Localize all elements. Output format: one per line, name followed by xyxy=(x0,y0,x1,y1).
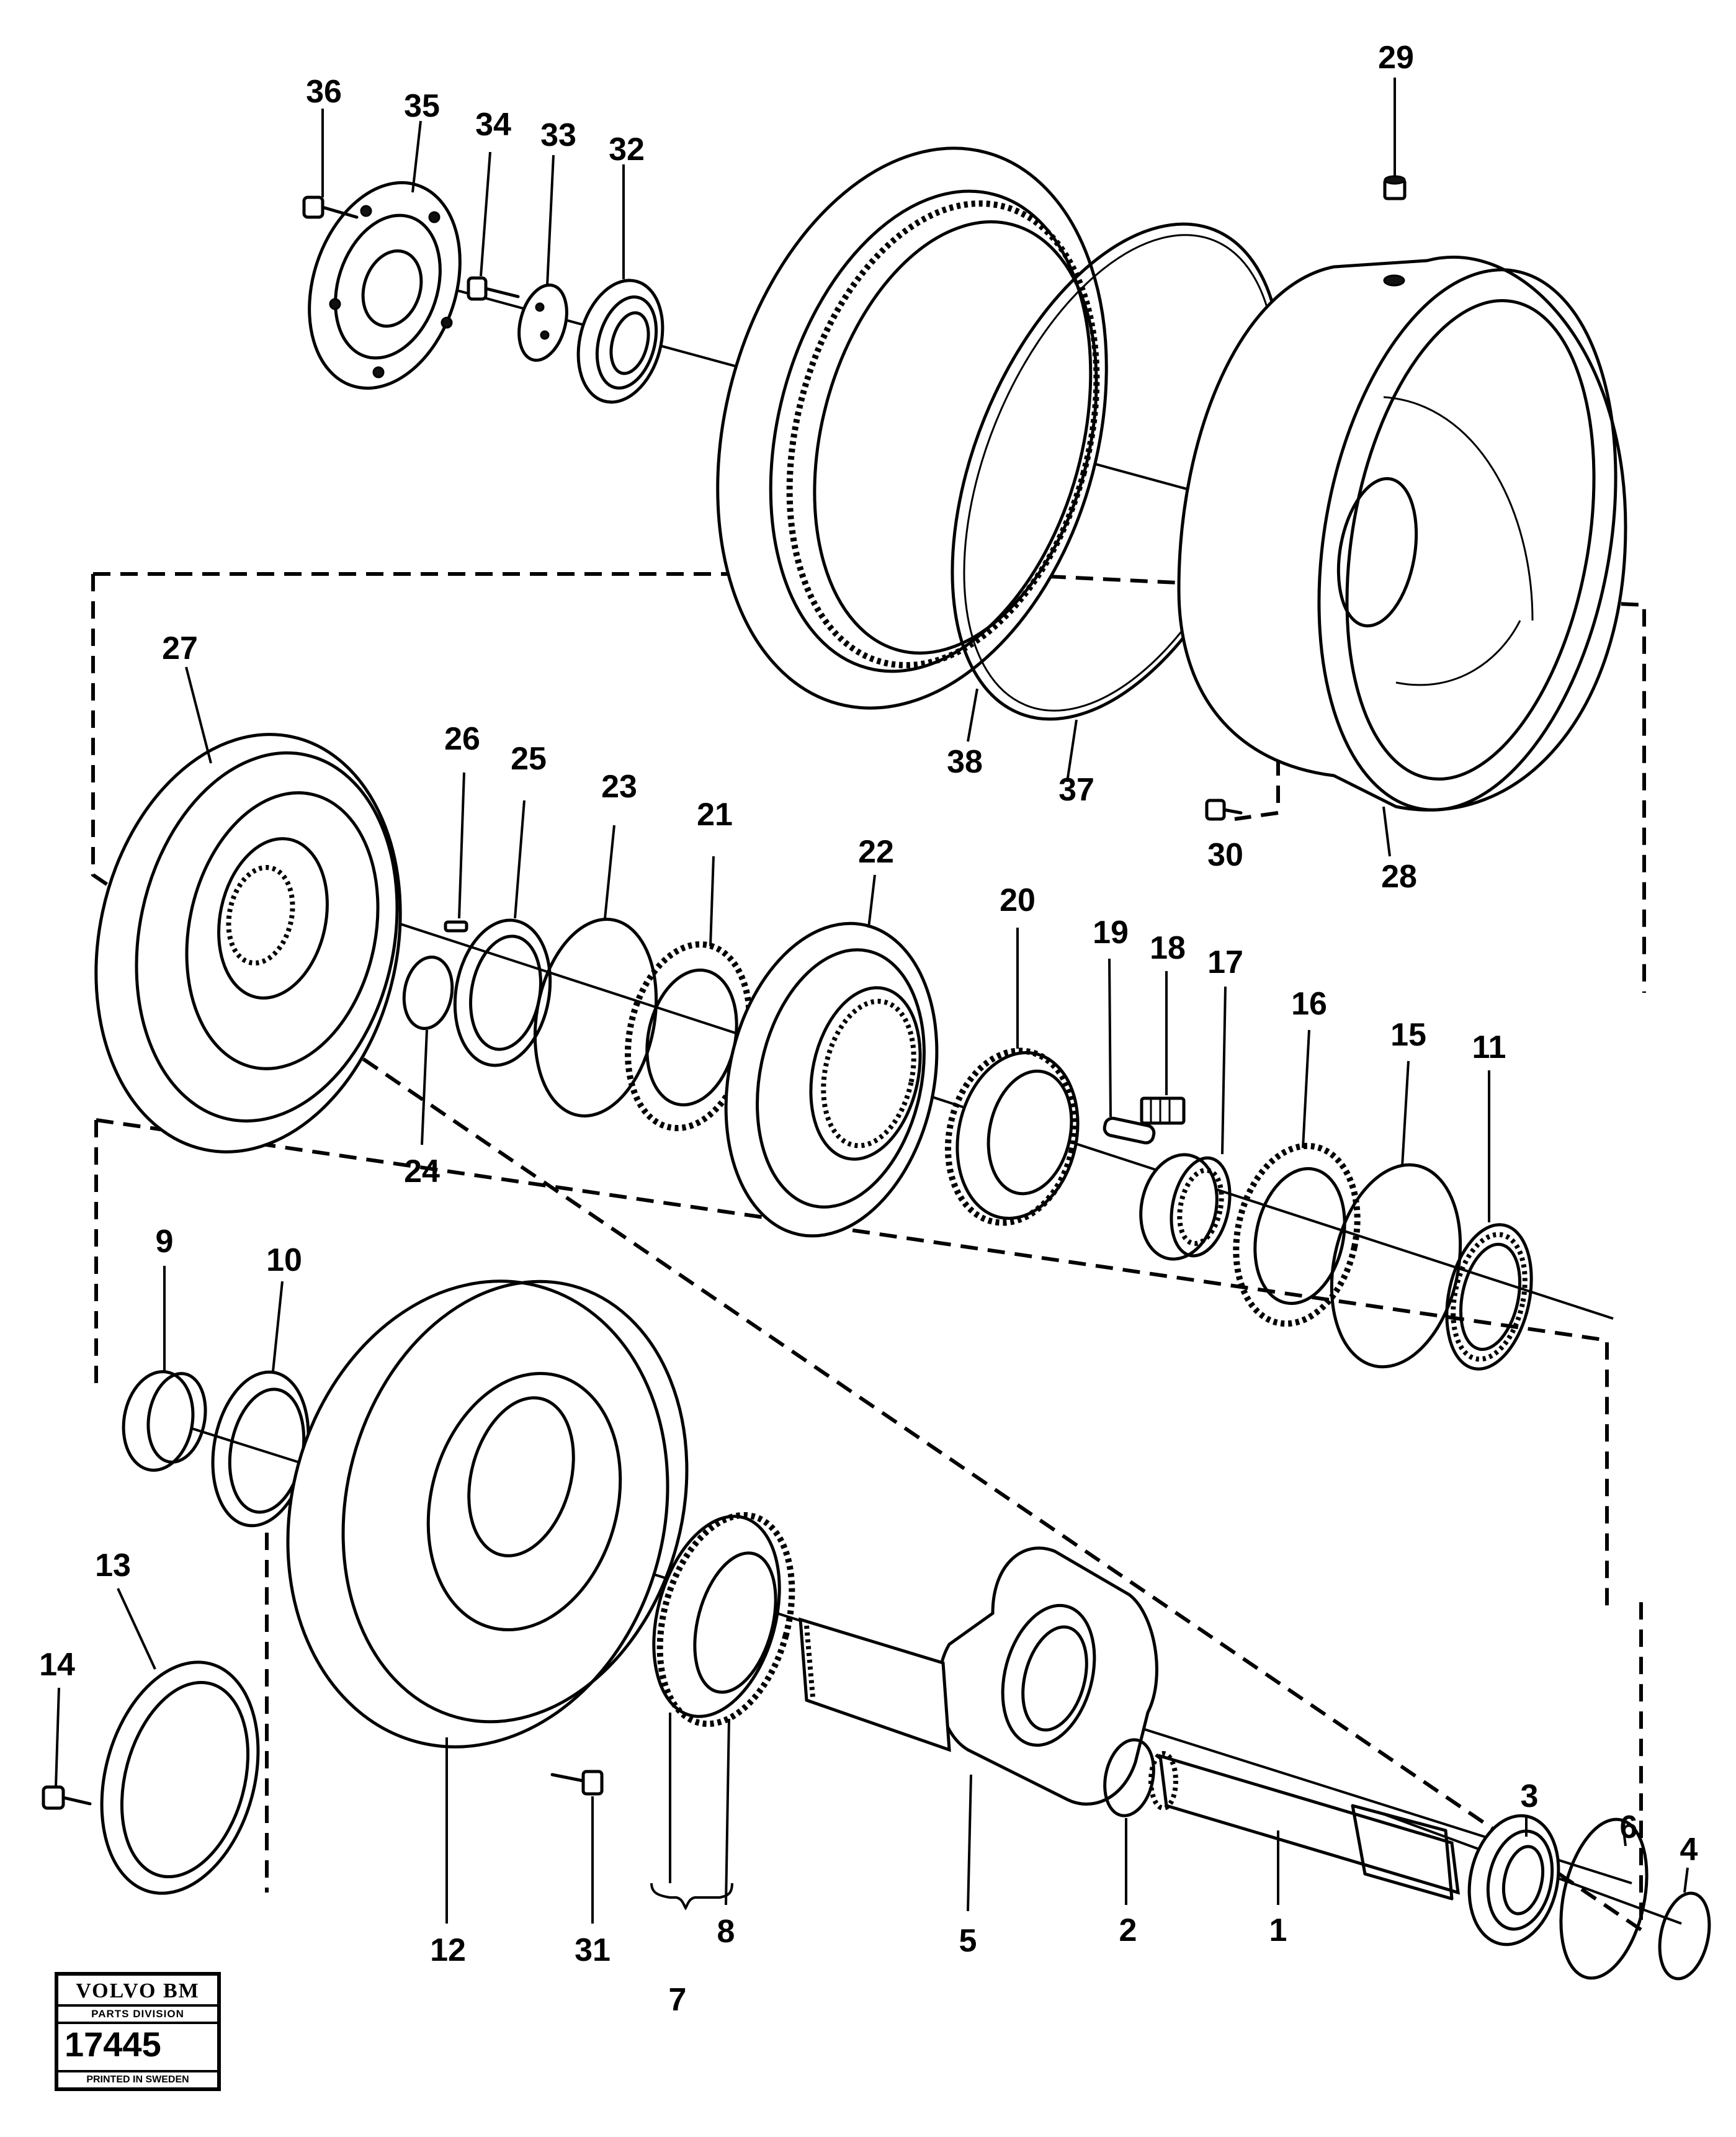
part-5-shaft-stub xyxy=(799,1617,951,1752)
part-15-retaining-ring xyxy=(1330,1163,1462,1369)
callout-20: 20 xyxy=(1000,882,1036,918)
part-23-retaining-ring xyxy=(533,918,658,1118)
part-36-bolt xyxy=(302,195,359,219)
part-1-shaft xyxy=(1148,1751,1460,1901)
part-28-housing xyxy=(1177,256,1627,812)
callout-25: 25 xyxy=(511,741,547,777)
group-frames xyxy=(91,572,1646,1933)
callout-numbers: 36 35 34 33 32 29 38 37 30 28 27 26 25 2… xyxy=(39,40,1698,2018)
part-16-disc xyxy=(1233,1142,1361,1327)
callout-29: 29 xyxy=(1378,40,1414,76)
part-32-bearing xyxy=(576,279,664,404)
callout-4: 4 xyxy=(1680,1832,1698,1868)
part-17-sleeve xyxy=(1139,1153,1232,1261)
callout-21: 21 xyxy=(697,797,733,833)
callout-14: 14 xyxy=(39,1647,75,1683)
callout-24: 24 xyxy=(404,1154,440,1189)
part-12-pump-wheel xyxy=(286,1279,689,1749)
callout-31: 31 xyxy=(575,1932,611,1968)
part-3-bearing xyxy=(1467,1814,1560,1947)
part-26-pin xyxy=(444,920,468,933)
callout-15: 15 xyxy=(1390,1017,1426,1053)
callout-38: 38 xyxy=(947,744,983,780)
part-27-turbine xyxy=(94,733,402,1154)
callout-13: 13 xyxy=(95,1548,131,1584)
callout-18: 18 xyxy=(1150,930,1186,966)
callout-22: 22 xyxy=(858,834,894,870)
part-19-pin xyxy=(1103,1116,1156,1145)
volvo-bm-parts-logo: VOLVO BM PARTS DIVISION 17445 PRINTED IN… xyxy=(55,1972,221,2091)
callout-17: 17 xyxy=(1207,944,1243,980)
callout-28: 28 xyxy=(1381,859,1417,895)
callout-8: 8 xyxy=(717,1914,735,1950)
callout-11: 11 xyxy=(1472,1029,1506,1065)
part-5-housing xyxy=(937,1546,1158,1806)
callout-3: 3 xyxy=(1521,1778,1539,1814)
callout-9: 9 xyxy=(156,1224,174,1260)
part-31-bolt xyxy=(550,1770,604,1796)
callout-23: 23 xyxy=(601,769,637,805)
callout-1: 1 xyxy=(1269,1912,1287,1948)
leader-lines xyxy=(55,78,1689,1924)
part-22-reactor xyxy=(724,921,939,1238)
brace-7 xyxy=(650,1883,733,1911)
part-29-plug xyxy=(1383,175,1407,200)
callout-2: 2 xyxy=(1119,1912,1137,1948)
callout-34: 34 xyxy=(475,107,511,143)
callout-33: 33 xyxy=(540,117,576,153)
callout-16: 16 xyxy=(1291,986,1327,1022)
callout-37: 37 xyxy=(1058,772,1094,808)
callout-36: 36 xyxy=(306,74,342,110)
part-20-hub xyxy=(944,1047,1080,1226)
callout-35: 35 xyxy=(404,88,440,124)
callout-27: 27 xyxy=(162,630,198,666)
part-38-ring-gear xyxy=(716,146,1108,710)
callout-12: 12 xyxy=(430,1932,466,1968)
part-24-snap-ring xyxy=(402,956,454,1030)
part-8-gear xyxy=(652,1512,795,1727)
callout-10: 10 xyxy=(266,1242,302,1278)
callout-7: 7 xyxy=(669,1982,687,2018)
part-14-bolt xyxy=(42,1785,92,1810)
part-30-screw xyxy=(1205,799,1243,821)
callout-5: 5 xyxy=(959,1923,977,1959)
part-18-spring xyxy=(1140,1096,1186,1125)
part-4-snap-ring xyxy=(1658,1891,1711,1981)
callout-30: 30 xyxy=(1207,837,1243,873)
logo-division: PARTS DIVISION xyxy=(58,2004,217,2024)
part-35-cover xyxy=(308,181,462,390)
part-11-bearing xyxy=(1445,1223,1533,1371)
callout-32: 32 xyxy=(609,132,645,168)
callout-26: 26 xyxy=(444,721,480,757)
part-25-thrust-washer xyxy=(453,918,552,1067)
part-6-retaining-ring xyxy=(1559,1817,1649,1980)
logo-document-number: 17445 xyxy=(65,2025,161,2064)
logo-printed-in: PRINTED IN SWEDEN xyxy=(58,2070,217,2087)
logo-brand: VOLVO BM xyxy=(76,1979,200,2002)
callout-19: 19 xyxy=(1093,915,1129,951)
part-33-plate xyxy=(517,283,568,362)
part-34-screw xyxy=(467,276,520,301)
part-13-lock-plate xyxy=(100,1660,260,1895)
part-9-bushing xyxy=(122,1370,207,1472)
callout-6: 6 xyxy=(1620,1809,1638,1845)
